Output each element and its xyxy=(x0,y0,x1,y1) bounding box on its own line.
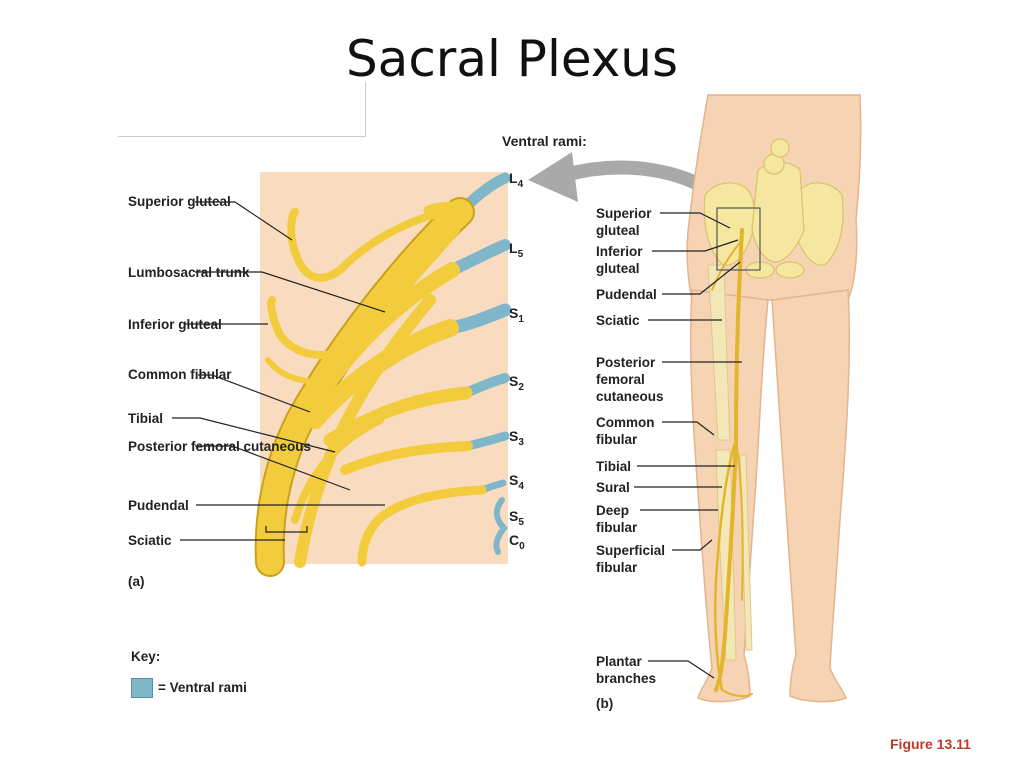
root-s3: S3 xyxy=(509,428,524,448)
slide-title: Sacral Plexus xyxy=(345,30,679,88)
label-b-sciatic: Sciatic xyxy=(596,313,640,328)
root-s2: S2 xyxy=(509,373,524,393)
label-a-lumbosacral-trunk: Lumbosacral trunk xyxy=(128,265,250,280)
label-b-inferior-gluteal: Inferior gluteal xyxy=(596,244,643,276)
label-b-tibial: Tibial xyxy=(596,459,632,474)
root-l4: L4 xyxy=(509,170,524,190)
key-swatch-ventral-rami xyxy=(131,678,153,698)
panel-a-leader-lines xyxy=(172,201,386,541)
label-a-inferior-gluteal: Inferior gluteal xyxy=(128,317,222,332)
leg-nerves xyxy=(711,228,753,698)
plexus-nerves xyxy=(254,197,487,577)
key-entry-text: = Ventral rami xyxy=(158,680,247,695)
label-b-plantar-branches: Plantar branches xyxy=(596,654,657,686)
root-s4: S4 xyxy=(509,472,524,492)
panel-a-letter: (a) xyxy=(128,574,145,589)
label-a-tibial: Tibial xyxy=(128,411,164,426)
root-s1: S1 xyxy=(509,305,524,325)
label-b-sural: Sural xyxy=(596,480,630,495)
label-b-superior-gluteal: Superior gluteal xyxy=(596,206,652,238)
label-a-posterior-femoral-cutaneous: Posterior femoral cutaneous xyxy=(128,439,312,454)
key-title: Key: xyxy=(131,649,161,664)
ventral-rami-heading: Ventral rami: xyxy=(502,133,587,149)
label-a-superior-gluteal: Superior gluteal xyxy=(128,194,231,209)
panel-b-leader-lines xyxy=(634,212,742,679)
panel-b-letter: (b) xyxy=(596,696,614,711)
label-a-common-fibular: Common fibular xyxy=(128,367,232,382)
label-b-common-fibular: Common fibular xyxy=(596,415,655,447)
corner-box-decoration xyxy=(118,82,366,137)
label-b-pudendal: Pudendal xyxy=(596,287,657,302)
label-b-posterior-femoral-cutaneous: Posterior femoral cutaneous xyxy=(596,355,664,404)
label-a-pudendal: Pudendal xyxy=(128,498,189,513)
zoom-box xyxy=(716,207,761,271)
label-b-superficial-fibular: Superficial fibular xyxy=(596,543,666,575)
root-l5: L5 xyxy=(509,240,524,260)
label-a-sciatic: Sciatic xyxy=(128,533,172,548)
figure-reference: Figure 13.11 xyxy=(890,736,971,752)
root-s5: S5 xyxy=(509,508,524,528)
root-c0: C0 xyxy=(509,532,525,552)
zoom-arrow-head xyxy=(528,152,578,202)
leg-bones xyxy=(707,264,753,661)
label-b-deep-fibular: Deep fibular xyxy=(596,503,638,535)
